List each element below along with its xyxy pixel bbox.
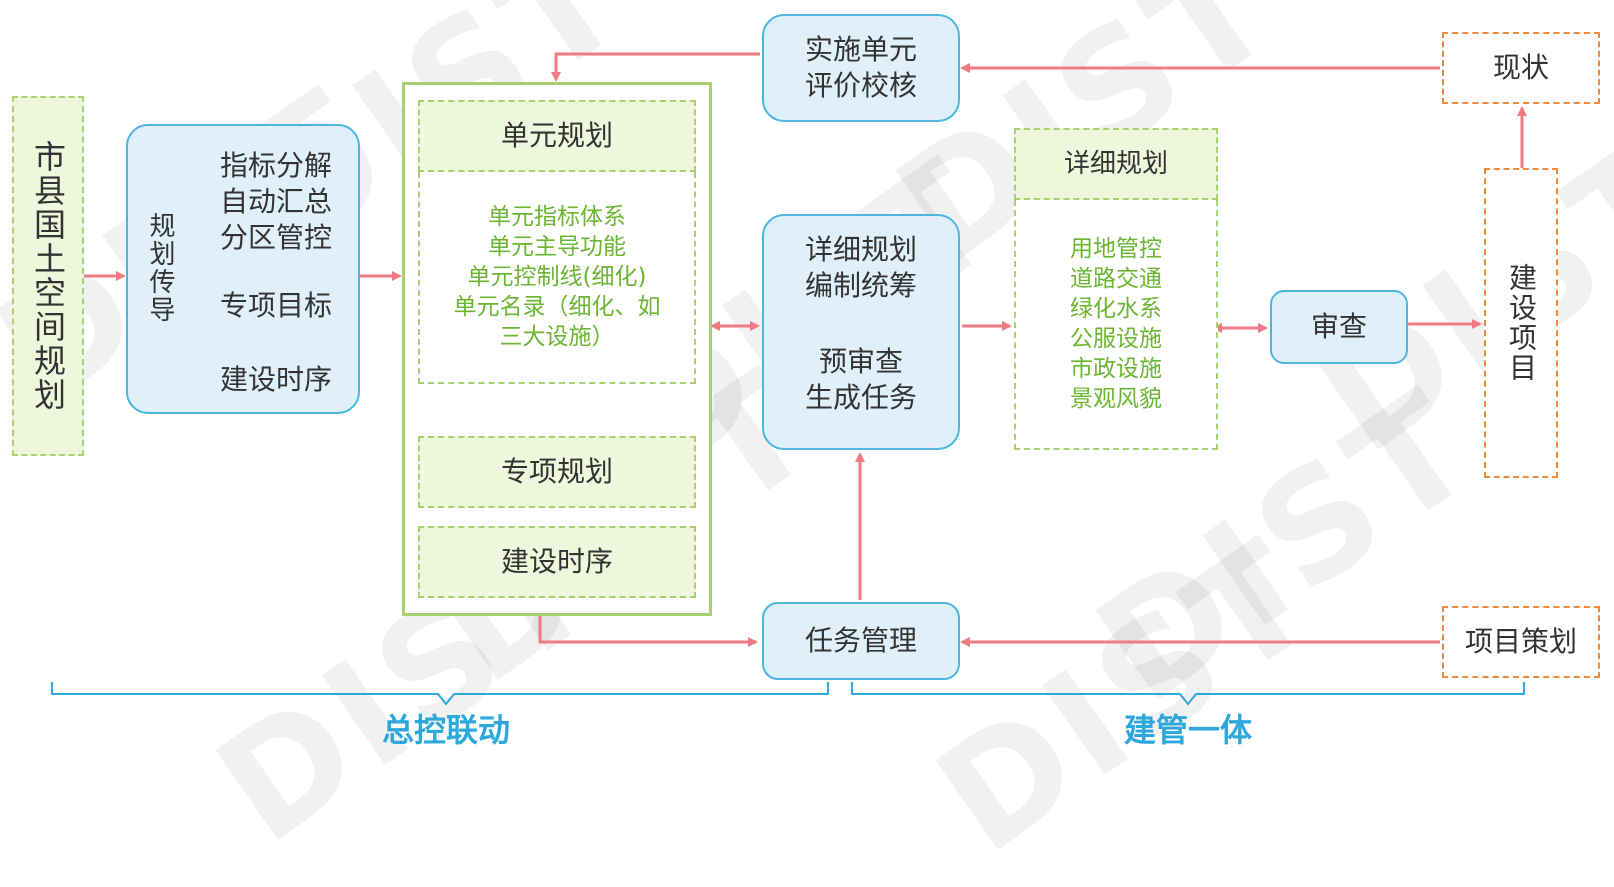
- coord-upper-line: 详细规划: [804, 233, 917, 266]
- detail-coord-upper: 详细规划 编制统筹: [762, 226, 960, 310]
- arrow-unit-to-task: [538, 616, 758, 647]
- detail-plan-items: 用地管控 道路交通 绿化水系 公服设施 市政设施 景观风貌: [1014, 200, 1218, 450]
- national-plan-label: 市县国土空间规划: [29, 140, 67, 412]
- construction-label: 建设项目: [1505, 263, 1538, 383]
- coord-lower-line: 预审查: [818, 345, 903, 378]
- unit-plan-item: 单元指标体系: [488, 204, 626, 230]
- review-box: 审查: [1270, 290, 1408, 364]
- unit-plan-item: 单元名录（细化、如: [453, 294, 661, 320]
- detail-coord-lower: 预审查 生成任务: [762, 338, 960, 422]
- detail-plan-item: 市政设施: [1070, 356, 1162, 382]
- national-plan-box: 市县国土空间规划: [12, 96, 84, 456]
- coord-lower-line: 生成任务: [804, 381, 917, 414]
- plan-guide-box: [126, 124, 360, 414]
- build-sequence-box: 建设时序: [418, 526, 696, 598]
- guide-item: 自动汇总: [219, 185, 332, 218]
- unit-plan-title: 单元规划: [418, 100, 696, 172]
- unit-plan-item: 三大设施）: [499, 324, 615, 350]
- unit-plan-item: 单元控制线(细化): [467, 264, 647, 290]
- detail-plan-item: 公服设施: [1070, 326, 1162, 352]
- detail-plan-item: 用地管控: [1070, 236, 1162, 262]
- task-mgmt-box: 任务管理: [762, 602, 960, 680]
- special-plan-box: 专项规划: [418, 436, 696, 508]
- unit-plan-items: 单元指标体系 单元主导功能 单元控制线(细化) 单元名录（细化、如 三大设施）: [418, 172, 696, 384]
- detail-coord-box: [762, 214, 960, 450]
- bracket-label-right: 建管一体: [1123, 711, 1252, 749]
- bracket-right: [851, 682, 1525, 706]
- guide-item: 指标分解: [219, 149, 332, 182]
- project-plan-box: 项目策划: [1442, 606, 1600, 678]
- bracket-label-left: 总控联动: [381, 711, 510, 749]
- bracket-left: [51, 682, 829, 706]
- construction-box: 建设项目: [1484, 168, 1558, 478]
- detail-plan-item: 道路交通: [1070, 266, 1162, 292]
- plan-guide-group2: 专项目标: [219, 289, 332, 322]
- detail-plan-item: 绿化水系: [1070, 296, 1162, 322]
- coord-upper-line: 编制统筹: [804, 269, 917, 302]
- status-box: 现状: [1442, 32, 1600, 104]
- unit-eval-line: 评价校核: [804, 69, 917, 102]
- guide-item: 分区管控: [219, 221, 332, 254]
- unit-plan-item: 单元主导功能: [488, 234, 626, 260]
- detail-plan-title: 详细规划: [1014, 128, 1218, 200]
- plan-guide-side-label: 规划传导: [145, 212, 175, 324]
- plan-guide-side: 规划传导: [138, 150, 182, 386]
- arrow-eval-to-unit: [551, 52, 760, 82]
- unit-eval-box: 实施单元 评价校核: [762, 14, 960, 122]
- unit-eval-line: 实施单元: [804, 33, 917, 66]
- plan-guide-group3: 建设时序: [219, 363, 332, 396]
- plan-guide-group1: 指标分解 自动汇总 分区管控: [206, 148, 346, 256]
- detail-plan-item: 景观风貌: [1070, 386, 1162, 412]
